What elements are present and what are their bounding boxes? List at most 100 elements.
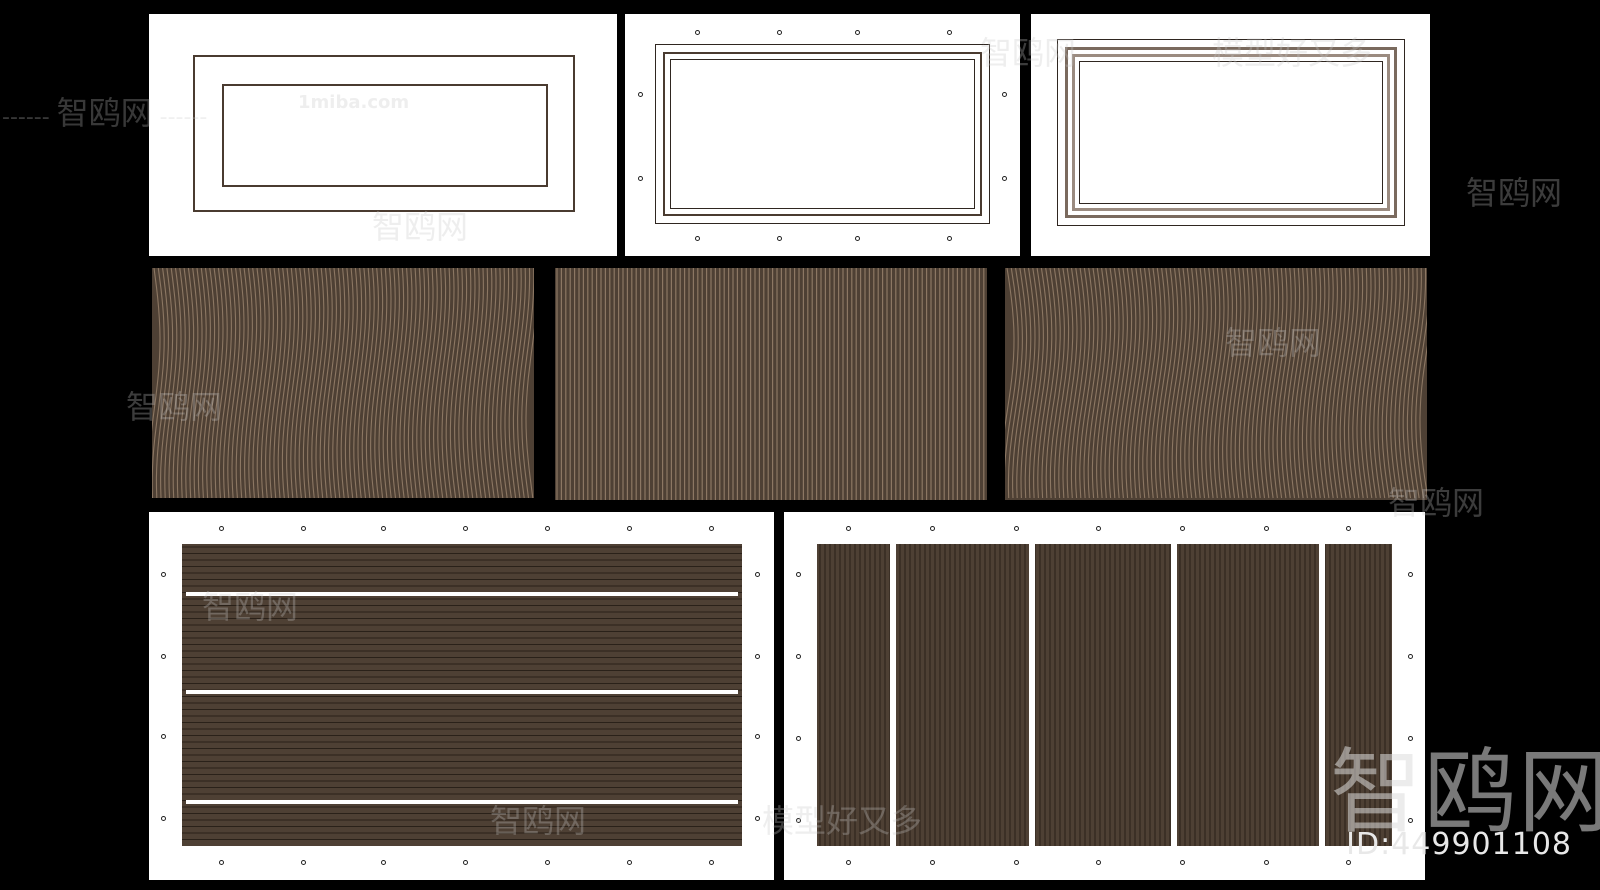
screw-dot <box>219 860 224 865</box>
slat-line <box>197 268 211 498</box>
screw-dot <box>545 526 550 531</box>
outer-frame <box>193 55 575 212</box>
slat-line <box>1331 268 1347 499</box>
frame-panel-3 <box>1031 14 1430 256</box>
slat-line <box>1238 268 1254 499</box>
slat-line <box>1318 268 1334 499</box>
slat-line <box>1205 268 1221 499</box>
slat-line <box>1268 268 1284 499</box>
slat-line <box>445 268 459 498</box>
slat-line <box>328 268 342 498</box>
screw-dot <box>301 860 306 865</box>
slat-line <box>1133 268 1149 499</box>
slat-line <box>1062 268 1078 499</box>
screw-dot <box>1014 526 1019 531</box>
slat-line <box>260 268 274 498</box>
slat-line <box>1339 268 1355 499</box>
screw-dot <box>796 736 801 741</box>
slat-line <box>1041 268 1057 499</box>
slat-line <box>1348 268 1364 499</box>
screw-dot <box>1408 736 1413 741</box>
light-strip <box>1319 544 1325 846</box>
slat-line <box>1398 268 1414 499</box>
slat-line <box>1352 268 1368 499</box>
slat-line <box>1100 268 1116 499</box>
screw-dot <box>1408 572 1413 577</box>
slat-line <box>286 268 300 498</box>
screw-dot <box>463 526 468 531</box>
screw-dot <box>846 860 851 865</box>
slat-line <box>1335 268 1351 499</box>
slat-line <box>1007 268 1023 499</box>
screw-dot <box>777 236 782 241</box>
slat-line <box>1020 268 1036 499</box>
screw-dot <box>1014 860 1019 865</box>
slat-line <box>323 268 337 498</box>
slat-line <box>1184 268 1200 499</box>
slat-line <box>1259 268 1275 499</box>
slat-line <box>412 268 426 498</box>
slat-line <box>1159 268 1175 499</box>
slat-line <box>1125 268 1141 499</box>
slat-line <box>1024 268 1040 499</box>
screw-dot <box>755 734 760 739</box>
slat-line <box>1175 268 1191 499</box>
slat-line <box>525 327 534 498</box>
slat-line <box>1146 268 1162 499</box>
slat-line <box>332 268 346 498</box>
slat-line <box>1327 268 1343 499</box>
slat-line <box>1285 268 1301 499</box>
slat-line <box>361 268 375 498</box>
slat-line <box>239 268 253 498</box>
slat-line <box>1217 268 1233 499</box>
slat-line <box>1364 268 1380 499</box>
slat-line <box>298 268 312 498</box>
watermark-site: 智鸥网 <box>1466 174 1563 212</box>
slat-line <box>416 268 430 498</box>
slat-line <box>1075 268 1091 499</box>
screw-dot <box>1096 860 1101 865</box>
slat-line <box>1104 268 1120 499</box>
slat-line <box>1117 268 1133 499</box>
model-id-label: ID:449901108 <box>1346 827 1572 862</box>
frame-panel-1 <box>149 14 617 256</box>
screw-dot <box>1002 176 1007 181</box>
slat-line <box>1226 268 1242 499</box>
screw-dot <box>1096 526 1101 531</box>
slat-line <box>500 268 514 498</box>
screw-dot <box>930 526 935 531</box>
slat-line <box>235 268 249 498</box>
slat-line <box>1196 268 1212 499</box>
slat-line <box>1415 314 1427 499</box>
slat-line <box>164 268 178 498</box>
slat-line <box>508 268 522 498</box>
slat-line <box>1394 268 1410 499</box>
light-strip <box>890 544 896 846</box>
slat-line <box>487 268 501 498</box>
screw-dot <box>161 654 166 659</box>
slat-line <box>428 268 442 498</box>
slat-line <box>370 268 384 498</box>
slat-line <box>1419 344 1427 498</box>
screw-dot <box>161 572 166 577</box>
slat-line <box>454 268 468 498</box>
slat-line <box>227 268 241 498</box>
slat-line <box>172 268 186 498</box>
slat-line <box>475 268 489 498</box>
slat-line <box>399 268 413 498</box>
slat-line <box>307 268 321 498</box>
slat-line <box>1167 268 1183 499</box>
light-strip <box>186 800 738 804</box>
slat-line <box>1411 268 1427 499</box>
screw-dot <box>1002 92 1007 97</box>
slat-line <box>353 268 367 498</box>
slat-line <box>349 268 363 498</box>
slat-line <box>344 268 358 498</box>
slat-line <box>1138 268 1154 499</box>
slat-line <box>1406 268 1422 499</box>
screw-dot <box>1408 654 1413 659</box>
slat-line <box>1280 268 1296 499</box>
screw-dot <box>709 526 714 531</box>
slat-line <box>407 268 421 498</box>
screw-dot <box>219 526 224 531</box>
